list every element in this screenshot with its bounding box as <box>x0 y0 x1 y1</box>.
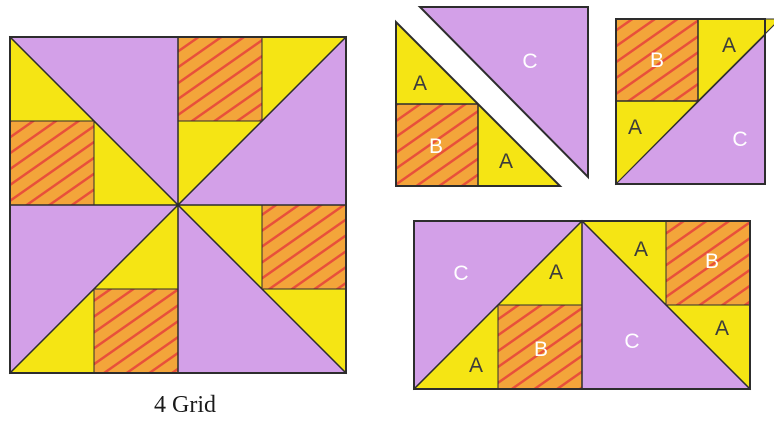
label-c-qs: C <box>732 128 747 151</box>
label-a-rect-right-top: A <box>634 238 648 261</box>
bl-square-b <box>94 289 178 373</box>
label-b-aba: B <box>429 135 443 158</box>
label-a-rect-left-bottom: A <box>469 354 483 377</box>
four-grid-block <box>10 37 346 373</box>
tr-square-b <box>178 37 262 121</box>
label-b-rect-left: B <box>534 338 548 361</box>
label-b-rect-right: B <box>705 250 719 273</box>
label-a-qs-left: A <box>628 116 642 139</box>
combined-rectangle-piece: C A A B A B C A <box>414 221 750 389</box>
label-c-rect-left: C <box>453 262 468 285</box>
label-a-aba-right: A <box>499 150 513 173</box>
label-b-qs: B <box>650 49 664 72</box>
label-c-rect-right: C <box>624 330 639 353</box>
br-square-b <box>262 205 346 289</box>
label-c-separated: C <box>522 50 537 73</box>
quarter-square-piece: B A A C <box>616 19 774 184</box>
label-a-rect-left-top: A <box>549 261 563 284</box>
label-a-rect-right-bottom: A <box>715 317 729 340</box>
diagram-caption: 4 Grid <box>130 392 240 419</box>
label-a-aba-top: A <box>413 72 427 95</box>
label-a-qs-top: A <box>722 34 736 57</box>
tl-square-b <box>10 121 94 205</box>
